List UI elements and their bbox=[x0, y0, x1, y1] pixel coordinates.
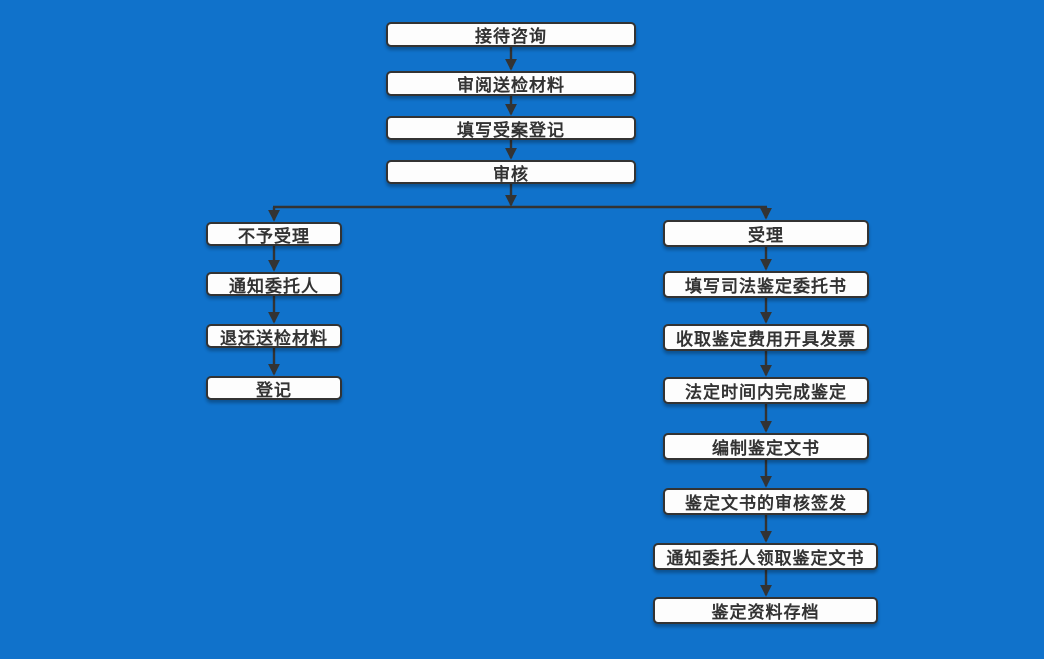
node-accepted: 受理 bbox=[663, 220, 869, 247]
node-complete-appraisal-within-legal-time: 法定时间内完成鉴定 bbox=[663, 377, 869, 404]
node-review: 审核 bbox=[386, 160, 636, 184]
node-fill-case-registration: 填写受案登记 bbox=[386, 116, 636, 140]
node-collect-fee-issue-invoice: 收取鉴定费用开具发票 bbox=[663, 324, 869, 351]
node-notify-client-collect-document: 通知委托人领取鉴定文书 bbox=[653, 543, 878, 570]
node-return-submitted-materials: 退还送检材料 bbox=[206, 324, 342, 348]
node-prepare-appraisal-document: 编制鉴定文书 bbox=[663, 433, 869, 460]
node-fill-judicial-appraisal-commission: 填写司法鉴定委托书 bbox=[663, 271, 869, 298]
node-notify-client: 通知委托人 bbox=[206, 272, 342, 296]
node-review-submitted-materials: 审阅送检材料 bbox=[386, 71, 636, 96]
node-reception-consultation: 接待咨询 bbox=[386, 22, 636, 47]
node-not-accepted: 不予受理 bbox=[206, 222, 342, 246]
node-archive-appraisal-materials: 鉴定资料存档 bbox=[653, 597, 878, 624]
node-review-sign-appraisal-document: 鉴定文书的审核签发 bbox=[663, 488, 869, 515]
node-register: 登记 bbox=[206, 376, 342, 400]
